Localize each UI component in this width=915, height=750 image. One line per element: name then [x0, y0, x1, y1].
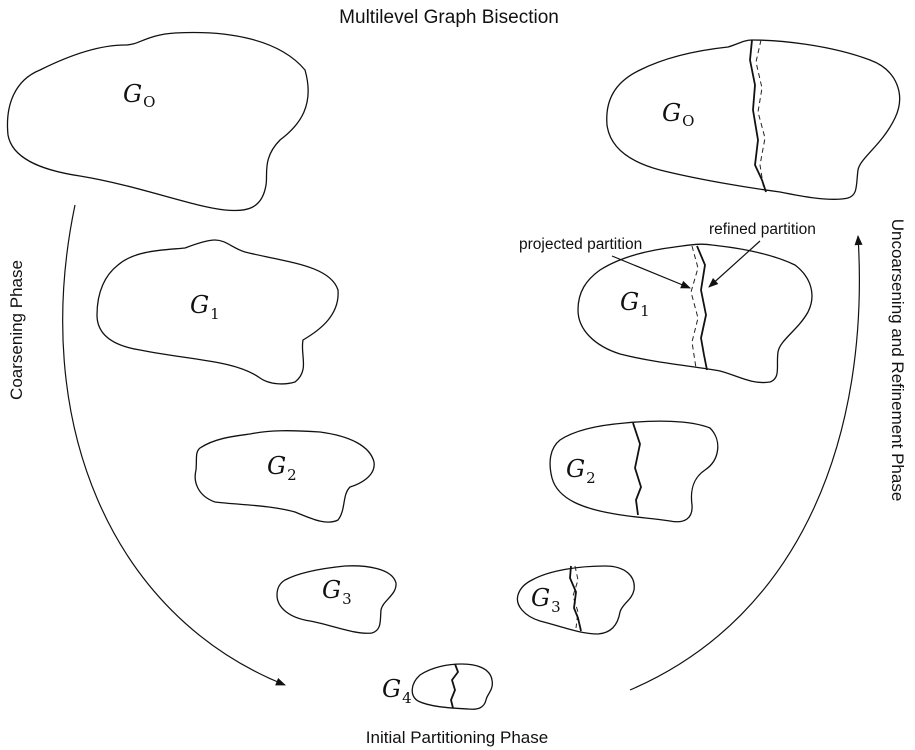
refined-partition-pointer	[708, 240, 761, 288]
diagram-title: Multilevel Graph Bisection	[339, 7, 559, 28]
uncoarsening-arrow	[629, 235, 863, 691]
projected-partition-label: projected partition	[519, 236, 642, 253]
svg-text:G2: G2	[267, 452, 297, 484]
g3-refined-cut	[569, 565, 582, 632]
g1-refined-cut	[696, 245, 708, 371]
initial-partitioning-phase-label: Initial Partitioning Phase	[366, 728, 548, 747]
coarsening-arrow	[62, 204, 286, 686]
coarsening-phase-label: Coarsening Phase	[7, 260, 26, 400]
svg-text:G2: G2	[566, 455, 596, 487]
g0-projected-cut	[755, 39, 766, 191]
graph-g0-left: GO	[6, 31, 309, 212]
svg-text:G3: G3	[322, 576, 352, 608]
svg-text:GO: GO	[662, 99, 694, 130]
svg-text:G3: G3	[531, 584, 561, 616]
svg-text:G4: G4	[382, 675, 412, 707]
graph-g3-right: G3	[516, 565, 635, 635]
svg-text:G1: G1	[190, 291, 220, 323]
uncoarsening-phase-label: Uncoarsening and Refinement Phase	[888, 219, 907, 502]
graph-g1-left: G1	[96, 239, 339, 385]
g1-projected-cut	[690, 245, 699, 369]
graph-g1-right: G1	[577, 243, 813, 384]
g0-refined-cut	[749, 39, 767, 193]
graph-g4-initial: G4	[382, 663, 494, 710]
g2-refined-cut	[632, 422, 642, 516]
svg-text:GO: GO	[123, 80, 155, 111]
projected-partition-pointer	[611, 255, 691, 289]
graph-g2-left: G2	[194, 430, 375, 523]
graph-g0-right: GO	[606, 39, 901, 200]
refined-partition-label: refined partition	[709, 221, 816, 238]
svg-text:G1: G1	[620, 288, 650, 320]
graph-g3-left: G3	[276, 565, 397, 634]
graph-g2-right: G2	[549, 420, 719, 523]
